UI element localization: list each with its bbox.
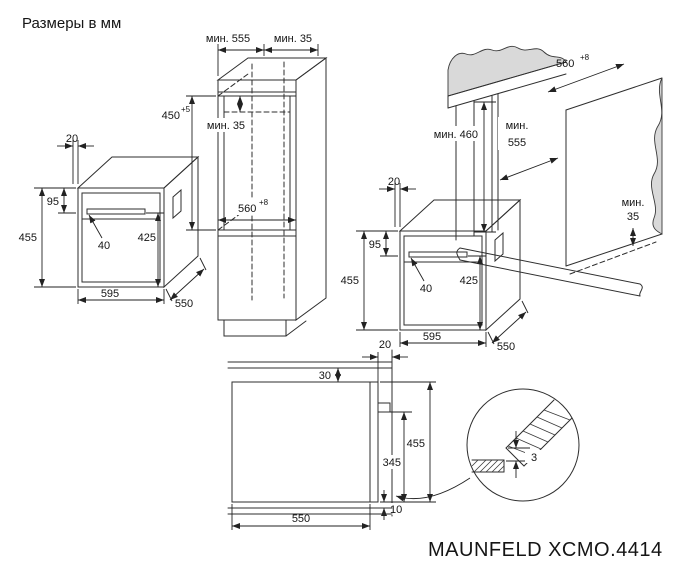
dim-niche-depth-label: 560	[238, 203, 256, 215]
oven-handle	[408, 251, 468, 258]
dim-wc-min-depth-value: 555	[508, 137, 526, 149]
dim-min-depth-label: мин. 555	[206, 33, 250, 45]
oven-handle-section	[377, 402, 391, 413]
dim-width-label: 595	[423, 331, 441, 343]
detail-leader-arrow	[395, 477, 471, 502]
dim-niche-height-tol-label: +5	[181, 105, 191, 114]
door-gap-detail-view: 3	[395, 388, 580, 502]
dim-detail-gap-label: 3	[531, 452, 537, 464]
dim-top-clearance-label: 30	[319, 370, 331, 382]
dim-handle-clearance-label: 40	[420, 283, 432, 295]
right-oven-view: 20 95 455 40 425 595 550	[341, 176, 529, 353]
dim-bottom-gap-label: 10	[390, 504, 402, 516]
dim-handle-clearance-label: 40	[98, 240, 110, 252]
dim-top-to-handle-label: 95	[369, 239, 381, 251]
installation-section-view: 20 30 455 345 10 550	[227, 339, 436, 530]
dim-wc-niche-depth-label: 560	[556, 58, 574, 70]
cabinet-plinth	[223, 319, 287, 337]
torn-edge-top	[447, 45, 567, 97]
dim-min-top-clearance-label: мин. 35	[207, 120, 245, 132]
dim-wc-min-height-label: мин. 460	[434, 129, 478, 141]
dim-height-label: 455	[19, 232, 37, 244]
page-title: Размеры в мм	[22, 15, 121, 32]
dim-width-label: 595	[101, 288, 119, 300]
oven-handle	[86, 208, 146, 215]
dim-wc-min-back-word: мин.	[622, 197, 645, 209]
dim-handle-to-bottom-label: 425	[138, 232, 156, 244]
dim-top-to-handle-label: 95	[47, 196, 59, 208]
dim-sec-depth-label: 550	[292, 513, 310, 525]
oven-side-vent	[494, 231, 504, 263]
dim-handle-to-bottom-label: 425	[460, 275, 478, 287]
oven-side-vent	[172, 188, 182, 220]
dim-sec-height-label: 455	[407, 438, 425, 450]
dim-niche-depth-tol-label: +8	[259, 198, 269, 207]
dim-door-offset-label: 20	[66, 133, 78, 145]
dim-wc-min-depth-word: мин.	[506, 120, 529, 132]
dim-min-back-gap-label: мин. 35	[274, 33, 312, 45]
dim-niche-height-label: 450	[162, 110, 180, 122]
dim-height-label: 455	[341, 275, 359, 287]
dim-wc-niche-depth-tol-label: +8	[580, 53, 590, 62]
left-oven-view: 20 95 455 40 425 595 550	[19, 133, 207, 310]
dim-sec-door-offset-label: 20	[379, 339, 391, 351]
dim-door-offset-label: 20	[388, 176, 400, 188]
dim-wc-min-back-value: 35	[627, 211, 639, 223]
model-name: MAUNFELD XCMO.4414	[428, 539, 663, 561]
detail-circle	[466, 388, 580, 502]
dim-depth-label: 550	[175, 298, 193, 310]
torn-edge-right	[651, 77, 663, 235]
tall-cabinet-view: мин. 555 мин. 35 450 +5 мин. 35 560 +8	[162, 33, 328, 337]
wall-cabinet-view: 560 +8 мин. 460 мин. 555 мин. 35	[410, 45, 663, 297]
dim-sec-handle-to-bottom-label: 345	[383, 457, 401, 469]
dim-depth-label: 550	[497, 341, 515, 353]
